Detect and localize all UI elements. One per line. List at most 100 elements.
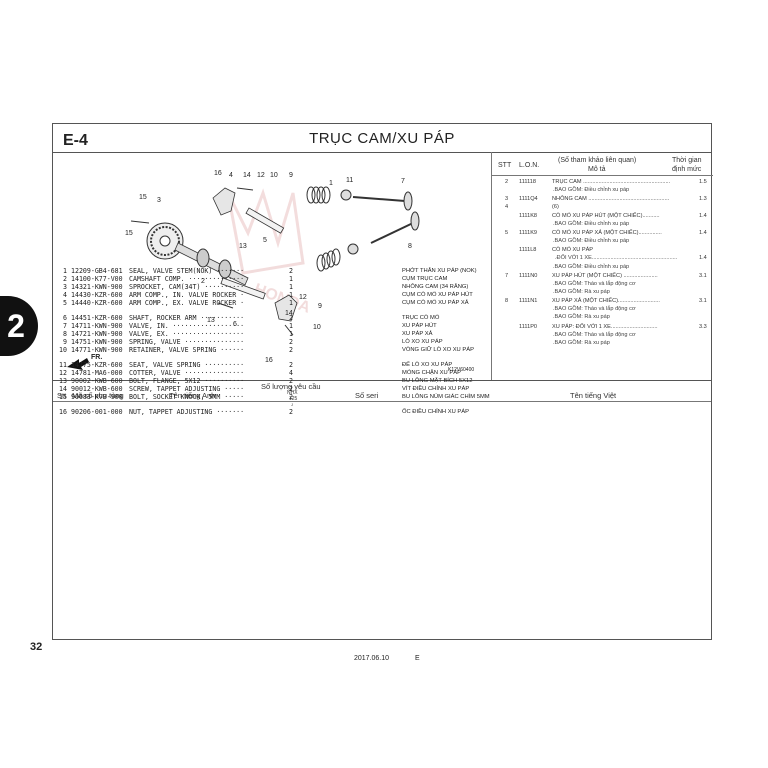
part-name-vn: CỤM TRỤC CAM: [402, 276, 448, 282]
fr-label: FR.: [91, 354, 102, 361]
ref-lon: 1111Q4: [519, 196, 538, 202]
ref-note: .BAO GỒM: Điều chỉnh xu páp: [553, 221, 630, 227]
part-number: 14711-KWN-900: [71, 322, 123, 330]
callout-label: 15: [125, 230, 133, 237]
part-name-en: SCREW, TAPPET ADJUSTING ·····: [129, 385, 245, 393]
part-qty: 1: [289, 330, 293, 338]
ref-lon: 1111N0: [519, 273, 538, 279]
ref-header-divider: [491, 175, 713, 176]
footer-edition: E: [415, 655, 420, 662]
part-name-vn: MÓNG CHẶN XU PÁP: [402, 370, 461, 376]
bolt-drawing: [130, 187, 294, 336]
part-name-en: BOLT, FLANGE, 5X12 ··········: [129, 377, 245, 385]
part-name-en: VALVE, EX. ··················: [129, 330, 245, 338]
ref-col-ref: (Số tham khảo liên quan): [558, 157, 637, 164]
ref-stt: 4: [505, 204, 509, 210]
callout-label: 13: [239, 243, 247, 250]
callout-label: 16: [265, 357, 273, 364]
part-number: 14451-KZR-600: [71, 314, 123, 322]
camshaft-drawing: [146, 222, 249, 286]
part-qty: 1: [289, 283, 293, 291]
ref-desc: XU PÁP: ĐỐI VỚI 1 XE....................…: [552, 324, 658, 330]
front-arrow: FR.: [67, 354, 102, 370]
part-name-en: SHAFT, ROCKER ARM ···········: [129, 314, 245, 322]
callout-label: 7: [401, 178, 405, 185]
part-qty: 4: [289, 369, 293, 377]
part-stt: 2: [63, 275, 67, 283]
page-number: 32: [30, 641, 43, 653]
callout-label: 2: [201, 278, 205, 285]
ref-desc: CÒ MỔ XU PÁP: [552, 247, 594, 253]
part-name-en: RETAINER, VALVE SPRING ······: [129, 346, 245, 354]
col-qty: Số lượng yêu cầu: [261, 382, 321, 391]
catalog-page-frame: E-4 TRỤC CAM/XU PÁP HONDA: [52, 123, 713, 640]
table-divider: [53, 380, 711, 381]
part-number: 14721-KWN-900: [71, 330, 123, 338]
col-stt: Stt: [57, 391, 67, 400]
part-name-en: CAMSHAFT COMP. ··············: [129, 275, 245, 283]
col-model: NHX: [287, 390, 298, 396]
part-stt: 11: [59, 361, 67, 369]
col-serial: Số seri: [355, 391, 379, 400]
part-qty: 1: [289, 299, 293, 307]
part-qty: 2: [289, 385, 293, 393]
ref-time: 3.1: [699, 273, 707, 279]
ref-time: 3.3: [699, 324, 707, 330]
part-name-en: ARM COMP., IN. VALVE ROCKER ·: [129, 291, 245, 299]
ref-stt: 2: [505, 179, 509, 185]
callout-label: 12: [257, 172, 265, 179]
part-stt: 14: [59, 385, 67, 393]
ref-time: 1.3: [699, 196, 707, 202]
part-name-vn: BU LÔNG MẶT BÍCH 5X12: [402, 378, 473, 384]
part-name-en: SEAL, VALVE STEM(NOK) ·······: [129, 267, 245, 275]
ref-note: .BAO GỒM: Tháo và lắp động cơ: [553, 332, 636, 338]
part-name-vn: BU LÔNG NÚM GIÁC CHÌM 5MM: [402, 394, 490, 400]
part-name-vn: ĐẾ LÒ XO XU PÁP: [402, 362, 453, 368]
ref-desc: (6): [552, 204, 559, 210]
ref-note: .ĐỐI VỚI 1 XE...........................…: [555, 255, 678, 261]
ref-col-rate: định mức: [672, 166, 702, 173]
ref-note: .BAO GỒM: Điều chỉnh xu páp: [553, 187, 630, 193]
ref-desc: XU PÁP XẢ (MỘT CHIẾC)...................…: [552, 298, 660, 304]
exploded-parts-diagram: HONDA: [67, 170, 474, 373]
ref-desc: CÒ MỔ XU PÁP XẢ (MỘT CHIẾC).............…: [552, 230, 662, 236]
ref-lon: 111118: [519, 179, 537, 185]
callout-label: 14: [243, 172, 251, 179]
section-tab-number: 2: [7, 308, 25, 344]
section-code: E-4: [63, 132, 88, 149]
ref-note: .BAO GỒM: Rà xu páp: [553, 289, 610, 295]
part-number: 14321-KWN-900: [71, 283, 123, 291]
ref-desc: XU PÁP HÚT (MỘT CHIẾC) .................…: [552, 273, 658, 279]
col-model-code: J: [291, 402, 293, 407]
ref-stt: 7: [505, 273, 509, 279]
part-qty: 2: [289, 361, 293, 369]
ref-lon: 1111P0: [519, 324, 538, 330]
col-name-vn: Tên tiếng Việt: [570, 391, 617, 400]
part-stt: 16: [59, 408, 67, 416]
callout-label: 13: [207, 317, 215, 324]
part-name-vn: TRỤC CÒ MỔ: [402, 315, 440, 321]
section-tab: 2: [0, 296, 38, 356]
ref-note: .BAO GỒM: Điều chỉnh xu páp: [553, 238, 630, 244]
rocker-arm-drawing: [212, 187, 298, 322]
ref-stt: 8: [505, 298, 509, 304]
ref-note: .BAO GỒM: Điều chỉnh xu páp: [553, 264, 630, 270]
callout-label: 1: [329, 180, 333, 187]
part-name-en: SPROCKET, CAM(34T) ··········: [129, 283, 245, 291]
ref-time: 3.1: [699, 298, 707, 304]
part-stt: 1: [63, 267, 67, 275]
callout-label: 3: [157, 197, 161, 204]
callout-label: 9: [289, 172, 293, 179]
part-name-vn: ỐC ĐIỀU CHỈNH XU PÁP: [402, 409, 469, 415]
ref-time: 1.4: [699, 255, 707, 261]
